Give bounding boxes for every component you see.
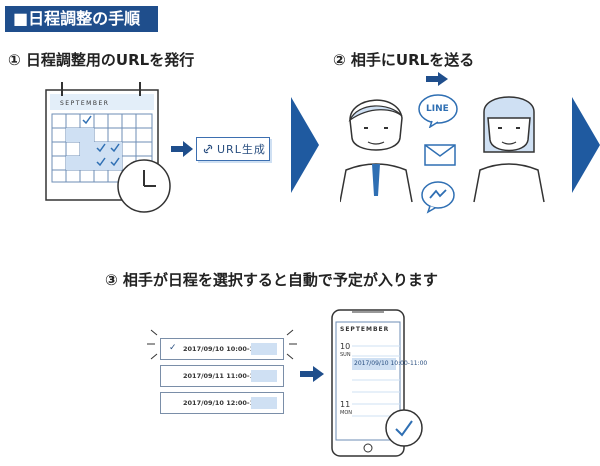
time-slot-1-text: 2017/09/10 10:00-11:00: [183, 345, 271, 353]
receiver-person: [473, 96, 545, 203]
mail-icon: [424, 144, 456, 166]
line-label: LINE: [426, 104, 449, 114]
phone-day2-num: 11: [340, 400, 351, 409]
page-title: ■日程調整の手順: [5, 6, 158, 32]
time-slot-2[interactable]: 2017/09/11 11:00-12:00: [160, 365, 284, 387]
time-slot-2-select[interactable]: [251, 370, 277, 382]
time-slot-1-select[interactable]: [251, 343, 277, 355]
sender-person: [340, 99, 413, 203]
calendar-month: SEPTEMBER: [60, 100, 110, 107]
chevron-right-icon-2: [572, 97, 600, 193]
calendar-illustration: [45, 82, 171, 213]
url-generate-button[interactable]: URL生成: [196, 137, 270, 161]
phone-event: 2017/09/10 10:00-11:00: [354, 360, 428, 367]
highlight-sparkles: [147, 329, 297, 360]
link-icon: [203, 144, 213, 154]
phone-day1-dow: SUN: [340, 352, 351, 358]
check-icon: ✓: [169, 343, 177, 353]
url-generate-label: URL生成: [217, 143, 266, 156]
arrow-right-icon: [171, 141, 193, 157]
step-3-label: ③ 相手が日程を選択すると自動で予定が入ります: [105, 271, 438, 289]
step-1-label: ① 日程調整用のURLを発行: [8, 51, 195, 69]
line-app-icon: [418, 94, 458, 128]
time-slot-3-text: 2017/09/10 12:00-14:00: [183, 399, 271, 407]
arrow-right-icon-3: [300, 366, 324, 382]
phone-day2-dow: MON: [340, 410, 352, 416]
step-2-label: ② 相手にURLを送る: [333, 51, 475, 69]
phone-day1-num: 10: [340, 342, 351, 351]
time-slot-2-text: 2017/09/11 11:00-12:00: [183, 372, 271, 380]
send-arrow-icon: [426, 72, 448, 86]
chevron-right-icon: [291, 97, 319, 193]
phone-illustration: [331, 309, 423, 457]
time-slot-3[interactable]: 2017/09/10 12:00-14:00: [160, 392, 284, 414]
time-slot-1[interactable]: ✓ 2017/09/10 10:00-11:00: [160, 338, 284, 360]
messenger-icon: [421, 181, 455, 214]
time-slot-3-select[interactable]: [251, 397, 277, 409]
phone-header: SEPTEMBER: [340, 326, 390, 333]
